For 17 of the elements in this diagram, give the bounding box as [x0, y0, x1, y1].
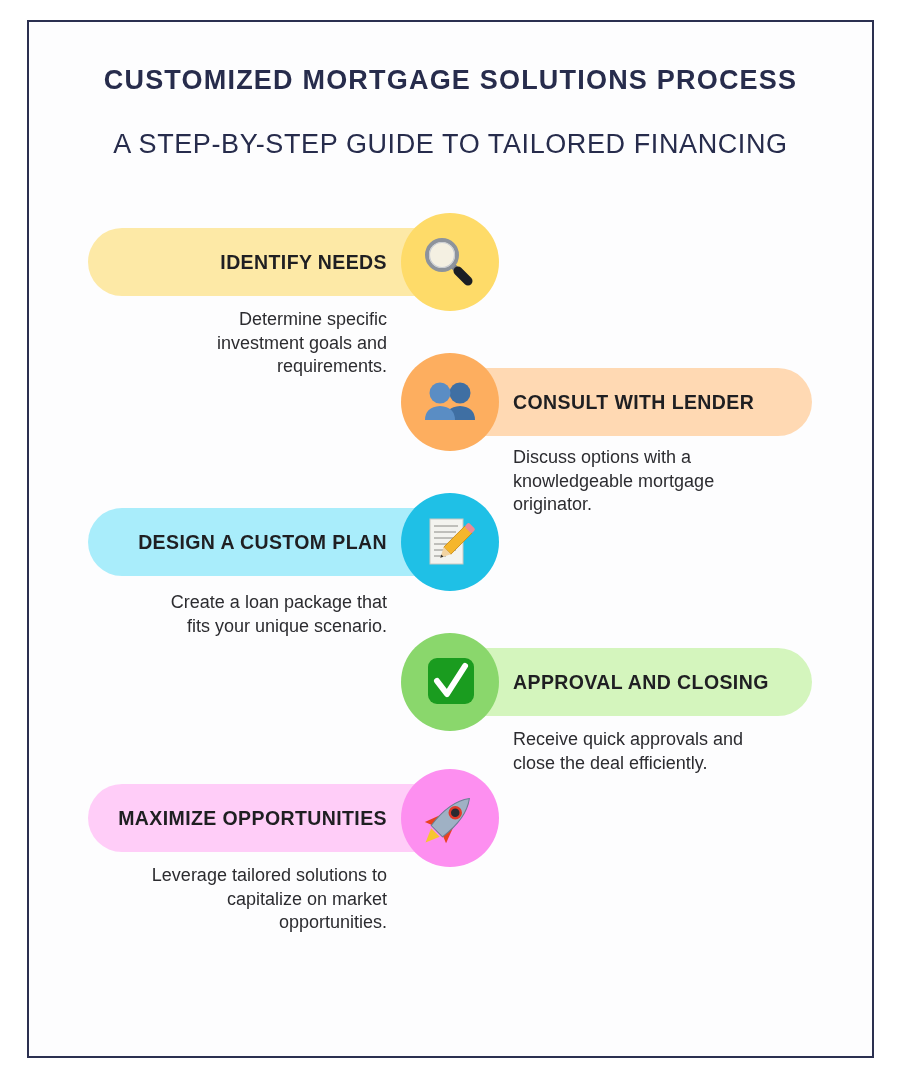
step-heading: CONSULT WITH LENDER: [513, 390, 755, 414]
subtitle: A STEP-BY-STEP GUIDE TO TAILORED FINANCING: [112, 129, 789, 160]
step-heading: DESIGN A CUSTOM PLAN: [138, 530, 387, 554]
step-band: [499, 648, 812, 716]
step-band: [88, 508, 401, 576]
step-heading: IDENTIFY NEEDS: [220, 250, 387, 274]
step-description: Create a loan package that fits your unique scenario.: [169, 591, 387, 638]
step-description: Receive quick approvals and close the deal efficiently.: [513, 728, 745, 775]
step-heading: APPROVAL AND CLOSING: [513, 670, 769, 694]
step-heading: MAXIMIZE OPPORTUNITIES: [118, 806, 387, 830]
step-description: Discuss options with a knowledgeable mortgage originator.: [513, 446, 716, 516]
step-band: [499, 368, 812, 436]
step-description: Determine specific investment goals and requirements.: [215, 308, 387, 378]
step-band: [88, 784, 401, 852]
step-description: Leverage tailored solutions to capitalize on market opportunities.: [150, 864, 387, 934]
title: CUSTOMIZED MORTGAGE SOLUTIONS PROCESS: [102, 65, 799, 96]
step-band: [88, 228, 401, 296]
